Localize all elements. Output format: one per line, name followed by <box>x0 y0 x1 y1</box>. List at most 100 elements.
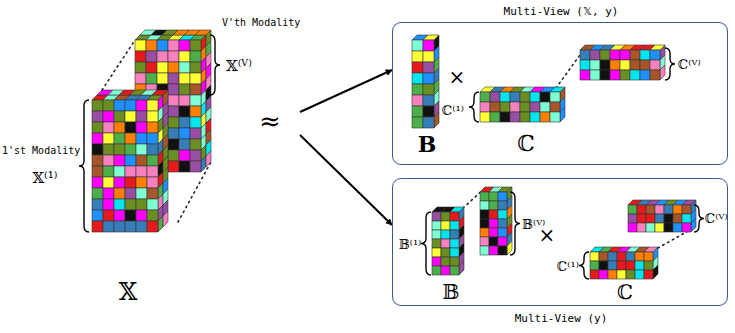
cube-cell <box>510 102 520 112</box>
cube-cell <box>498 228 507 237</box>
tensor-symbol: ℂ <box>517 132 535 156</box>
cube-cell <box>158 216 163 232</box>
cube-cell <box>600 50 610 60</box>
cube-cell <box>125 122 136 133</box>
cube-cell <box>628 214 637 223</box>
cube-cell <box>103 188 114 199</box>
cube-cell <box>146 40 157 51</box>
tensor-symbol: 𝕏⁽¹⁾ <box>32 170 57 187</box>
cube-cell <box>610 60 620 70</box>
cube-cell <box>655 214 664 223</box>
cube-cell <box>179 73 190 84</box>
cube-cell <box>103 111 114 122</box>
cube-cell <box>608 252 617 261</box>
cube-cell <box>500 92 510 102</box>
cube-cell <box>92 144 103 155</box>
cube-cell <box>600 70 610 80</box>
cube-cell <box>147 95 163 100</box>
cube-cell <box>190 106 201 117</box>
cube-cell <box>498 210 507 219</box>
tensor-symbol: 𝔹 <box>443 281 460 303</box>
cube-cell <box>135 62 146 73</box>
approx-sign: ≈ <box>259 108 281 134</box>
cube-cell <box>114 177 125 188</box>
model-box: 𝔹⁽¹⁾𝔹⁽ⱽ⁾𝔹×ℂ⁽¹⁾ℂ⁽ⱽ⁾ℂMulti-View (y) <box>392 178 728 306</box>
cube-cell <box>412 117 423 128</box>
cube-cell <box>412 73 423 84</box>
cube-cell <box>650 50 660 60</box>
cube-cell <box>617 261 626 270</box>
cube-cell <box>599 261 608 270</box>
tensor-symbol: 𝕏⁽ⱽ⁾ <box>226 58 252 75</box>
cube-cell <box>125 210 136 221</box>
tensor-symbol: ℂ⁽¹⁾ <box>442 104 464 118</box>
cube-cell <box>423 35 439 40</box>
cube-cell <box>92 188 103 199</box>
cube-cell <box>114 221 125 232</box>
cube-cell <box>190 161 201 172</box>
cube-cell <box>510 112 520 122</box>
cube-cell <box>617 270 626 279</box>
cube-cell <box>640 60 650 70</box>
cube-cell <box>635 270 644 279</box>
cube-cell <box>480 92 490 102</box>
cube-cell <box>190 35 206 40</box>
cube-cell <box>490 112 500 122</box>
cube-cell <box>103 221 114 232</box>
cube-cell <box>168 161 179 172</box>
cube-cell <box>190 40 201 51</box>
cube-cell <box>147 155 158 166</box>
cube-cell <box>628 205 637 214</box>
box-title: Multi-View (𝕏, y) <box>504 6 619 18</box>
cube-cell <box>103 144 114 155</box>
cube-cell <box>590 252 599 261</box>
cube-cell <box>190 84 201 95</box>
cube-cell <box>650 45 665 50</box>
cube-cell <box>489 228 498 237</box>
cube-cell <box>635 261 644 270</box>
cube-cell <box>664 205 673 214</box>
cube-cell <box>190 95 201 106</box>
cube-cell <box>147 144 158 155</box>
cube-cell <box>114 155 125 166</box>
cube-cell <box>136 133 147 144</box>
modality-label: 1'st Modality <box>2 145 80 156</box>
curly-brace <box>579 252 589 279</box>
cube-cell <box>489 237 498 246</box>
cube-cell <box>498 219 507 228</box>
cube-cell <box>441 221 450 230</box>
cube-cell <box>114 188 125 199</box>
cube-cell <box>179 106 190 117</box>
cube-cell <box>653 265 658 279</box>
cube-cell <box>136 100 147 111</box>
cube-cell <box>179 62 190 73</box>
cube-cell <box>136 155 147 166</box>
cube-cell <box>540 102 550 112</box>
cube-block <box>590 247 658 279</box>
cube-cell <box>135 73 146 84</box>
cube-cell <box>103 177 114 188</box>
cube-cell <box>626 252 635 261</box>
cube-cell <box>103 155 114 166</box>
cube-cell <box>480 112 490 122</box>
cube-block <box>628 200 696 232</box>
cube-cell <box>423 51 434 62</box>
cube-cell <box>637 214 646 223</box>
cube-cell <box>136 221 147 232</box>
cube-cell <box>507 241 512 255</box>
cube-cell <box>168 150 179 161</box>
cube-cell <box>179 128 190 139</box>
cube-cell <box>195 30 211 35</box>
arrow-connector <box>300 70 392 112</box>
cube-cell <box>590 261 599 270</box>
cube-cell <box>441 212 450 221</box>
tensor-group: 1'st Modality𝕏⁽¹⁾V'th Modality𝕏⁽ⱽ⁾𝕏 <box>0 15 300 313</box>
cube-cell <box>550 87 565 92</box>
cube-cell <box>450 212 459 221</box>
cube-cell <box>136 166 147 177</box>
product-sign: × <box>539 224 556 246</box>
cube-cell <box>646 214 655 223</box>
curly-brace <box>510 192 520 255</box>
cube-cell <box>498 187 512 192</box>
cube-cell <box>590 60 600 70</box>
